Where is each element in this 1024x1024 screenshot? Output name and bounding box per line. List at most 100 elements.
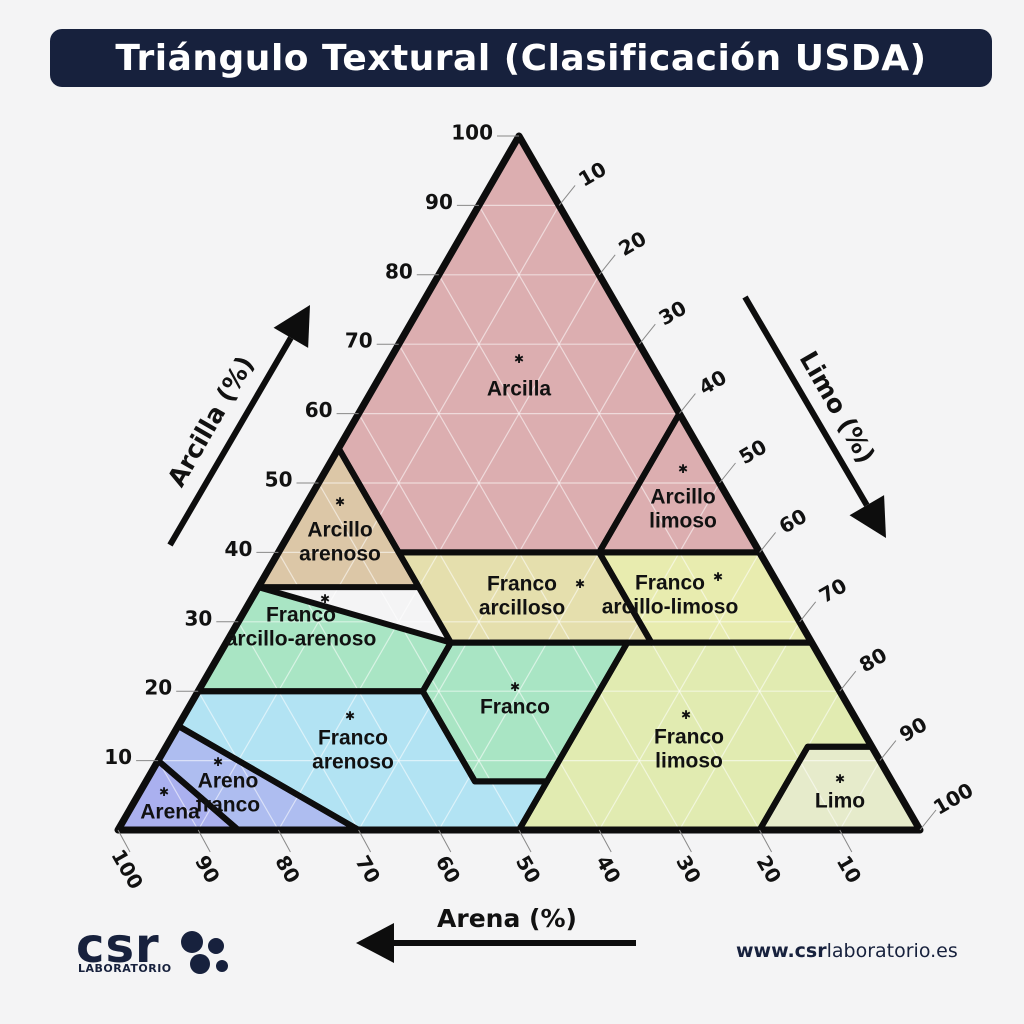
zone-label-text: arcillo-arenoso xyxy=(226,628,377,651)
logo-bubbles-icon xyxy=(181,931,228,974)
zone-label-text: Limo xyxy=(815,790,865,813)
clay-tick-label: 70 xyxy=(345,329,373,353)
clay-tick-label: 40 xyxy=(225,537,253,561)
clay-tick-label: 20 xyxy=(144,676,172,700)
sand-tick-label: 70 xyxy=(351,851,386,887)
page-title: Triángulo Textural (Clasificación USDA) xyxy=(115,37,927,79)
sand-axis-arrow xyxy=(356,923,636,963)
silt-tick-mark xyxy=(558,185,576,206)
sand-tick-mark xyxy=(678,829,692,853)
grid-line xyxy=(839,760,881,831)
silt-tick-mark xyxy=(759,532,776,553)
soil-sample-icon: ✱ xyxy=(678,462,688,476)
sand-tick-mark xyxy=(277,829,291,853)
clay-tick-label: 100 xyxy=(451,121,493,145)
soil-sample-icon: ✱ xyxy=(320,592,330,606)
website-url[interactable]: www.csrlaboratorio.es xyxy=(736,940,958,962)
silt-tick-label: 100 xyxy=(929,778,977,820)
grid-line xyxy=(678,621,801,831)
zone-label-text: arenoso xyxy=(312,751,394,774)
zone-label-text: Arcilla xyxy=(487,378,552,401)
silt-tick-label: 80 xyxy=(855,643,891,678)
silt-tick-mark xyxy=(719,462,736,484)
zone-label-limo: ✱ Limo xyxy=(815,772,865,812)
zone-label-text: Franco xyxy=(654,726,724,749)
sand-tick-label: 30 xyxy=(671,851,706,887)
sand-tick-label: 10 xyxy=(832,851,867,887)
clay-tick-label: 90 xyxy=(425,190,453,214)
title-bar: Triángulo Textural (Clasificación USDA) xyxy=(50,29,992,87)
csr-logo: csr LABORATORIO xyxy=(76,918,236,982)
website-normal: laboratorio.es xyxy=(826,940,958,962)
sand-tick-label: 20 xyxy=(752,851,787,887)
silt-tick-label: 70 xyxy=(815,573,851,608)
logo-text: csr xyxy=(76,918,160,974)
zone-franco-arcillo-arenoso xyxy=(198,587,451,692)
sand-tick-label: 100 xyxy=(106,845,148,893)
silt-tick-mark xyxy=(879,740,897,761)
grid-line xyxy=(598,552,761,831)
sand-tick-mark xyxy=(598,829,612,853)
soil-sample-icon: ✱ xyxy=(575,577,585,591)
sand-tick-mark xyxy=(759,829,773,853)
grid-line xyxy=(478,205,841,831)
zone-label-text: Arena xyxy=(140,801,200,824)
soil-sample-icon: ✱ xyxy=(835,772,845,786)
silt-tick-label: 90 xyxy=(895,712,931,747)
zone-label-text: limoso xyxy=(655,750,723,773)
soil-sample-icon: ✱ xyxy=(335,495,345,509)
clay-tick-label: 50 xyxy=(265,468,293,492)
sand-tick-mark xyxy=(358,829,372,853)
clay-tick-label: 10 xyxy=(104,745,132,769)
grid-line xyxy=(317,482,520,831)
silt-tick-label: 30 xyxy=(654,296,690,331)
zone-label-text: franco xyxy=(196,794,260,817)
logo-subtext: LABORATORIO xyxy=(78,962,172,975)
silt-tick-label: 40 xyxy=(695,365,731,400)
zone-label-text: arenoso xyxy=(299,543,381,566)
grid-line xyxy=(358,343,640,831)
silt-axis-arrow xyxy=(742,295,886,538)
zone-label-arcilla: ✱ Arcilla xyxy=(487,352,552,400)
silt-tick-mark xyxy=(638,323,656,345)
silt-tick-label: 10 xyxy=(574,157,610,192)
sand-tick-mark xyxy=(518,829,532,853)
soil-sample-icon: ✱ xyxy=(514,352,524,366)
zone-label-text: limoso xyxy=(649,510,717,533)
zone-label-text: Franco xyxy=(487,573,557,596)
zone-label-text: Franco xyxy=(318,727,388,750)
clay-axis-arrow xyxy=(167,305,310,547)
silt-tick-mark xyxy=(839,670,857,692)
silt-tick-label: 60 xyxy=(775,504,811,539)
soil-sample-icon: ✱ xyxy=(510,680,520,694)
zone-franco-arcilloso xyxy=(398,552,652,643)
zone-label-text: Franco xyxy=(266,604,336,627)
clay-tick-label: 80 xyxy=(385,259,413,283)
soil-sample-icon: ✱ xyxy=(713,570,723,584)
sand-tick-mark xyxy=(197,829,211,853)
grid-line xyxy=(237,621,360,831)
sand-tick-mark xyxy=(117,829,131,853)
zone-label-arena: ✱Arena xyxy=(140,785,200,823)
zone-label-text: Areno xyxy=(198,770,259,793)
clay-tick-label: 30 xyxy=(184,606,212,630)
soil-sample-icon: ✱ xyxy=(213,755,223,769)
zone-label-text: arcilloso xyxy=(479,597,565,620)
sand-tick-label: 80 xyxy=(270,851,305,887)
zone-label-text: Arcillo xyxy=(650,486,715,509)
grid-line xyxy=(157,760,199,831)
silt-tick-label: 50 xyxy=(735,434,771,469)
sand-tick-label: 60 xyxy=(431,851,466,887)
sand-axis-title: Arena (%) xyxy=(437,904,577,933)
sand-tick-label: 90 xyxy=(190,851,225,887)
sand-tick-mark xyxy=(839,829,853,853)
sand-tick-label: 50 xyxy=(511,851,546,887)
